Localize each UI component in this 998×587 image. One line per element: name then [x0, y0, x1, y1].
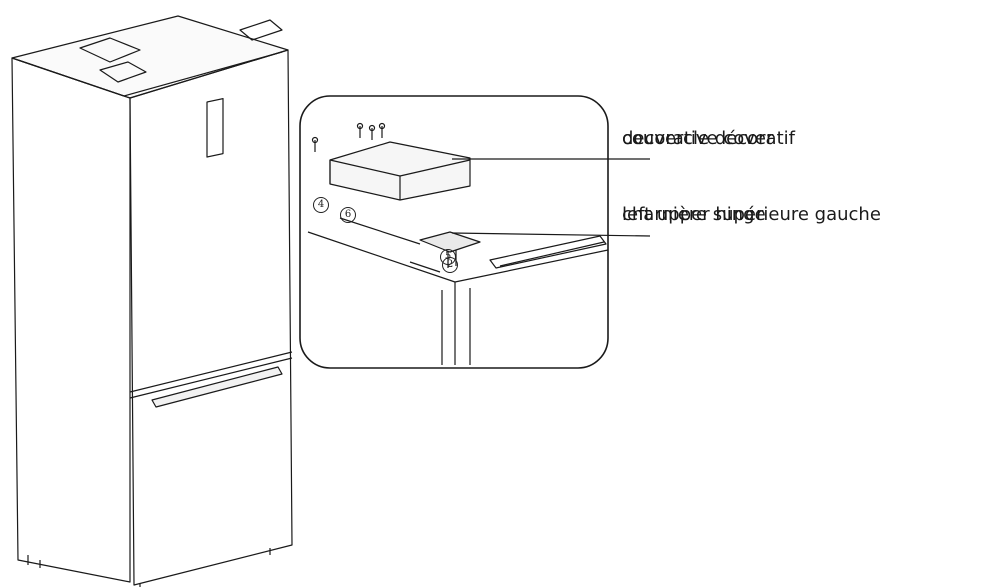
callout-number-2: 2: [442, 256, 458, 273]
leader-line-upper-hinge: [451, 232, 651, 237]
callout-number-4: 4: [313, 196, 329, 213]
label-decorative-cover-en: decorative cover: [622, 128, 774, 149]
refrigerator-outline: [11, 15, 293, 587]
label-decorative-cover-fr: couvercle décoratif: [622, 128, 795, 149]
label-left-upper-hinge-fr: charnière supérieure gauche: [622, 204, 881, 225]
detail-callout-box: [299, 95, 609, 369]
label-left-upper-hinge-en: left upper hinge: [622, 204, 766, 225]
callout-number-6: 6: [340, 206, 356, 223]
